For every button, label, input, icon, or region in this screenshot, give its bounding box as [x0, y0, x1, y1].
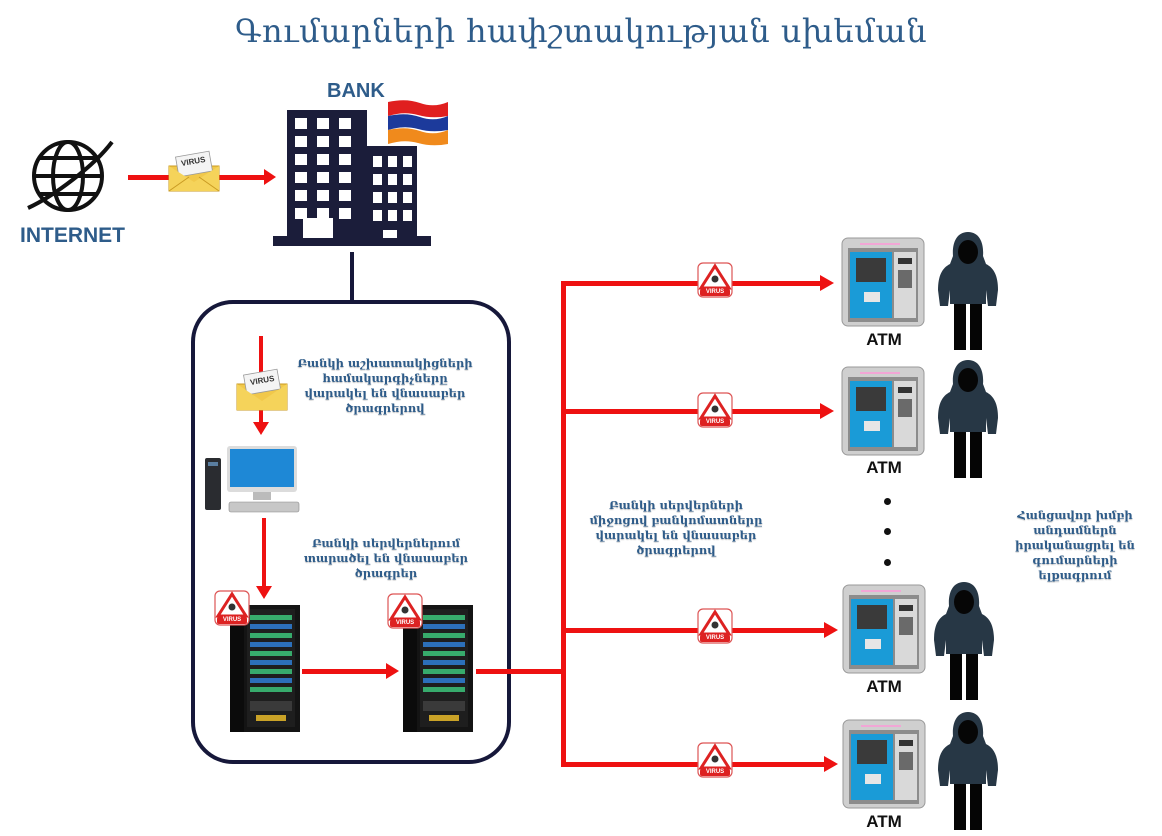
building-window	[317, 190, 329, 201]
building-window	[339, 190, 351, 201]
arrow-head	[820, 275, 834, 291]
bank-label: BANK	[327, 80, 385, 102]
arrow-computer-to-server	[262, 518, 266, 588]
building-window	[295, 118, 307, 129]
armenian-flag-icon	[386, 100, 450, 146]
virus-badge-text: VIRUS	[705, 769, 725, 775]
atm-label: ATM	[866, 330, 902, 349]
atm-label: ATM	[866, 812, 902, 831]
virus-badge-text: VIRUS	[222, 617, 242, 623]
hooded-criminal-icon	[936, 358, 1000, 480]
arrow-head	[386, 663, 399, 679]
building-window	[339, 154, 351, 165]
atm-machine-icon	[842, 719, 926, 809]
note-employees-infected: Բանկի աշխատակիցների համակարգիչները վարակ…	[297, 356, 473, 415]
building-window	[295, 136, 307, 147]
building-window	[317, 136, 329, 147]
virus-warning-badge: VIRUS	[697, 392, 733, 428]
arrow-head	[824, 756, 838, 772]
building-window	[373, 156, 382, 167]
ellipsis-dot	[884, 559, 891, 566]
atm-label: ATM	[866, 458, 902, 477]
building-window	[339, 208, 351, 219]
atm-machine-icon	[841, 366, 925, 456]
arrow-to-atm-4	[561, 762, 825, 767]
arrow-to-atm-3	[561, 628, 825, 633]
virus-badge-text: VIRUS	[705, 289, 725, 295]
virus-warning-badge: VIRUS	[697, 262, 733, 298]
note-atms-infected: Բանկի սերվերների միջոցով բանկոմատները վա…	[589, 498, 763, 557]
arrow-server-to-server	[302, 669, 388, 674]
building-window	[388, 174, 397, 185]
arrow-to-atm-1	[561, 281, 821, 286]
building-window	[373, 210, 382, 221]
virus-badge-text: VIRUS	[395, 620, 415, 626]
building-window	[388, 156, 397, 167]
server-rack-icon	[230, 605, 300, 732]
building-window	[388, 192, 397, 203]
atm-label: ATM	[866, 677, 902, 696]
building-window	[403, 156, 412, 167]
building-window	[373, 174, 382, 185]
bank-internal-network-box	[191, 300, 511, 764]
virus-email-icon: VIRUS	[167, 150, 221, 192]
bank-building-icon	[273, 100, 431, 248]
virus-warning-badge: VIRUS	[214, 590, 250, 626]
virus-badge-text: VIRUS	[705, 635, 725, 641]
note-servers-infected: Բանկի սերվերներում տարածել են վնասաբեր ծ…	[303, 536, 468, 580]
building-window	[317, 118, 329, 129]
hooded-criminal-icon	[932, 580, 996, 702]
diagram-title: Գումարների հափշտակության սխեման	[234, 12, 928, 50]
building-window	[339, 172, 351, 183]
internet-label: INTERNET	[20, 224, 125, 247]
arrow-to-atm-2	[561, 409, 821, 414]
building-window	[303, 218, 333, 238]
arrow-head	[824, 622, 838, 638]
building-window	[295, 172, 307, 183]
workstation-computer-icon	[205, 446, 300, 516]
note-cash-withdrawal: Հանցավոր խմբի անդամներն իրականացրել են գ…	[1015, 508, 1135, 582]
atm-machine-icon	[841, 237, 925, 327]
building-window	[388, 210, 397, 221]
arrow-head	[820, 403, 834, 419]
arrow-head	[253, 422, 269, 435]
virus-email-icon: VIRUS	[235, 368, 289, 412]
building-window	[295, 154, 307, 165]
ellipsis-dot	[884, 498, 891, 505]
building-window	[403, 174, 412, 185]
building-window	[373, 192, 382, 203]
virus-warning-badge: VIRUS	[697, 742, 733, 778]
arrow-head	[256, 586, 272, 599]
arrow-head	[264, 169, 276, 185]
building-window	[403, 210, 412, 221]
ellipsis-dot	[884, 528, 891, 535]
building-window	[317, 208, 329, 219]
building-window	[317, 154, 329, 165]
bank-to-network-connector	[350, 252, 354, 302]
hooded-criminal-icon	[936, 230, 1000, 352]
arrow-server-to-trunk	[476, 669, 566, 674]
globe-icon	[24, 136, 116, 216]
virus-badge-text: VIRUS	[705, 419, 725, 425]
distribution-trunk-line	[561, 281, 566, 767]
atm-machine-icon	[842, 584, 926, 674]
hooded-criminal-icon	[936, 710, 1000, 832]
building-window	[317, 172, 329, 183]
virus-warning-badge: VIRUS	[387, 593, 423, 629]
virus-warning-badge: VIRUS	[697, 608, 733, 644]
building-window	[339, 136, 351, 147]
building-window	[403, 192, 412, 203]
building-window	[383, 230, 397, 238]
building-window	[295, 208, 307, 219]
building-window	[295, 190, 307, 201]
building-window	[339, 118, 351, 129]
